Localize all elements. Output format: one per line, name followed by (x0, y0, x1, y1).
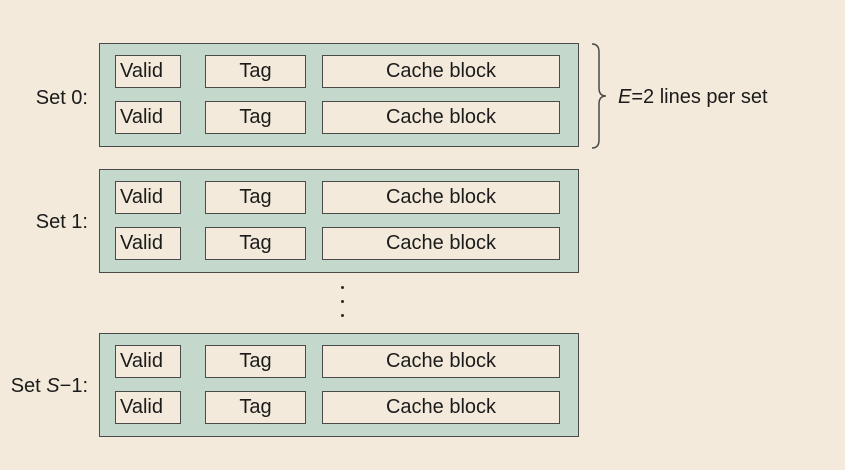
valid-bit-cell: Valid (115, 55, 181, 88)
set-label-0-prefix: Set 0: (35, 87, 88, 109)
valid-bit-cell: Valid (115, 101, 181, 134)
valid-bit-cell: Valid (115, 181, 181, 214)
cache-block-cell: Cache block (322, 391, 560, 424)
set-label-last: Set S−1: (0, 375, 88, 398)
set-box-1: Valid Tag Cache block Valid Tag Cache bl… (99, 169, 579, 273)
vertical-ellipsis (340, 282, 346, 322)
set-label-0: Set 0: (0, 87, 88, 110)
annotation-text: =2 lines per set (631, 86, 768, 108)
set-label-last-suffix: −1: (59, 375, 88, 397)
cache-block-cell: Cache block (322, 55, 560, 88)
tag-cell: Tag (205, 55, 306, 88)
lines-per-set-annotation: E=2 lines per set (618, 86, 768, 109)
tag-cell: Tag (205, 181, 306, 214)
cache-block-cell: Cache block (322, 345, 560, 378)
tag-cell: Tag (205, 101, 306, 134)
valid-bit-cell: Valid (115, 391, 181, 424)
cache-block-cell: Cache block (322, 101, 560, 134)
set-label-1: Set 1: (0, 211, 88, 234)
tag-cell: Tag (205, 391, 306, 424)
tag-cell: Tag (205, 227, 306, 260)
curly-brace-icon (591, 43, 607, 149)
set-label-1-prefix: Set 1: (35, 211, 88, 233)
tag-cell: Tag (205, 345, 306, 378)
set-label-last-prefix: Set (10, 375, 47, 397)
valid-bit-cell: Valid (115, 227, 181, 260)
annotation-var: E (618, 86, 632, 108)
set-label-last-var: S (46, 375, 60, 397)
valid-bit-cell: Valid (115, 345, 181, 378)
cache-block-cell: Cache block (322, 181, 560, 214)
set-box-0: Valid Tag Cache block Valid Tag Cache bl… (99, 43, 579, 147)
set-box-last: Valid Tag Cache block Valid Tag Cache bl… (99, 333, 579, 437)
cache-block-cell: Cache block (322, 227, 560, 260)
